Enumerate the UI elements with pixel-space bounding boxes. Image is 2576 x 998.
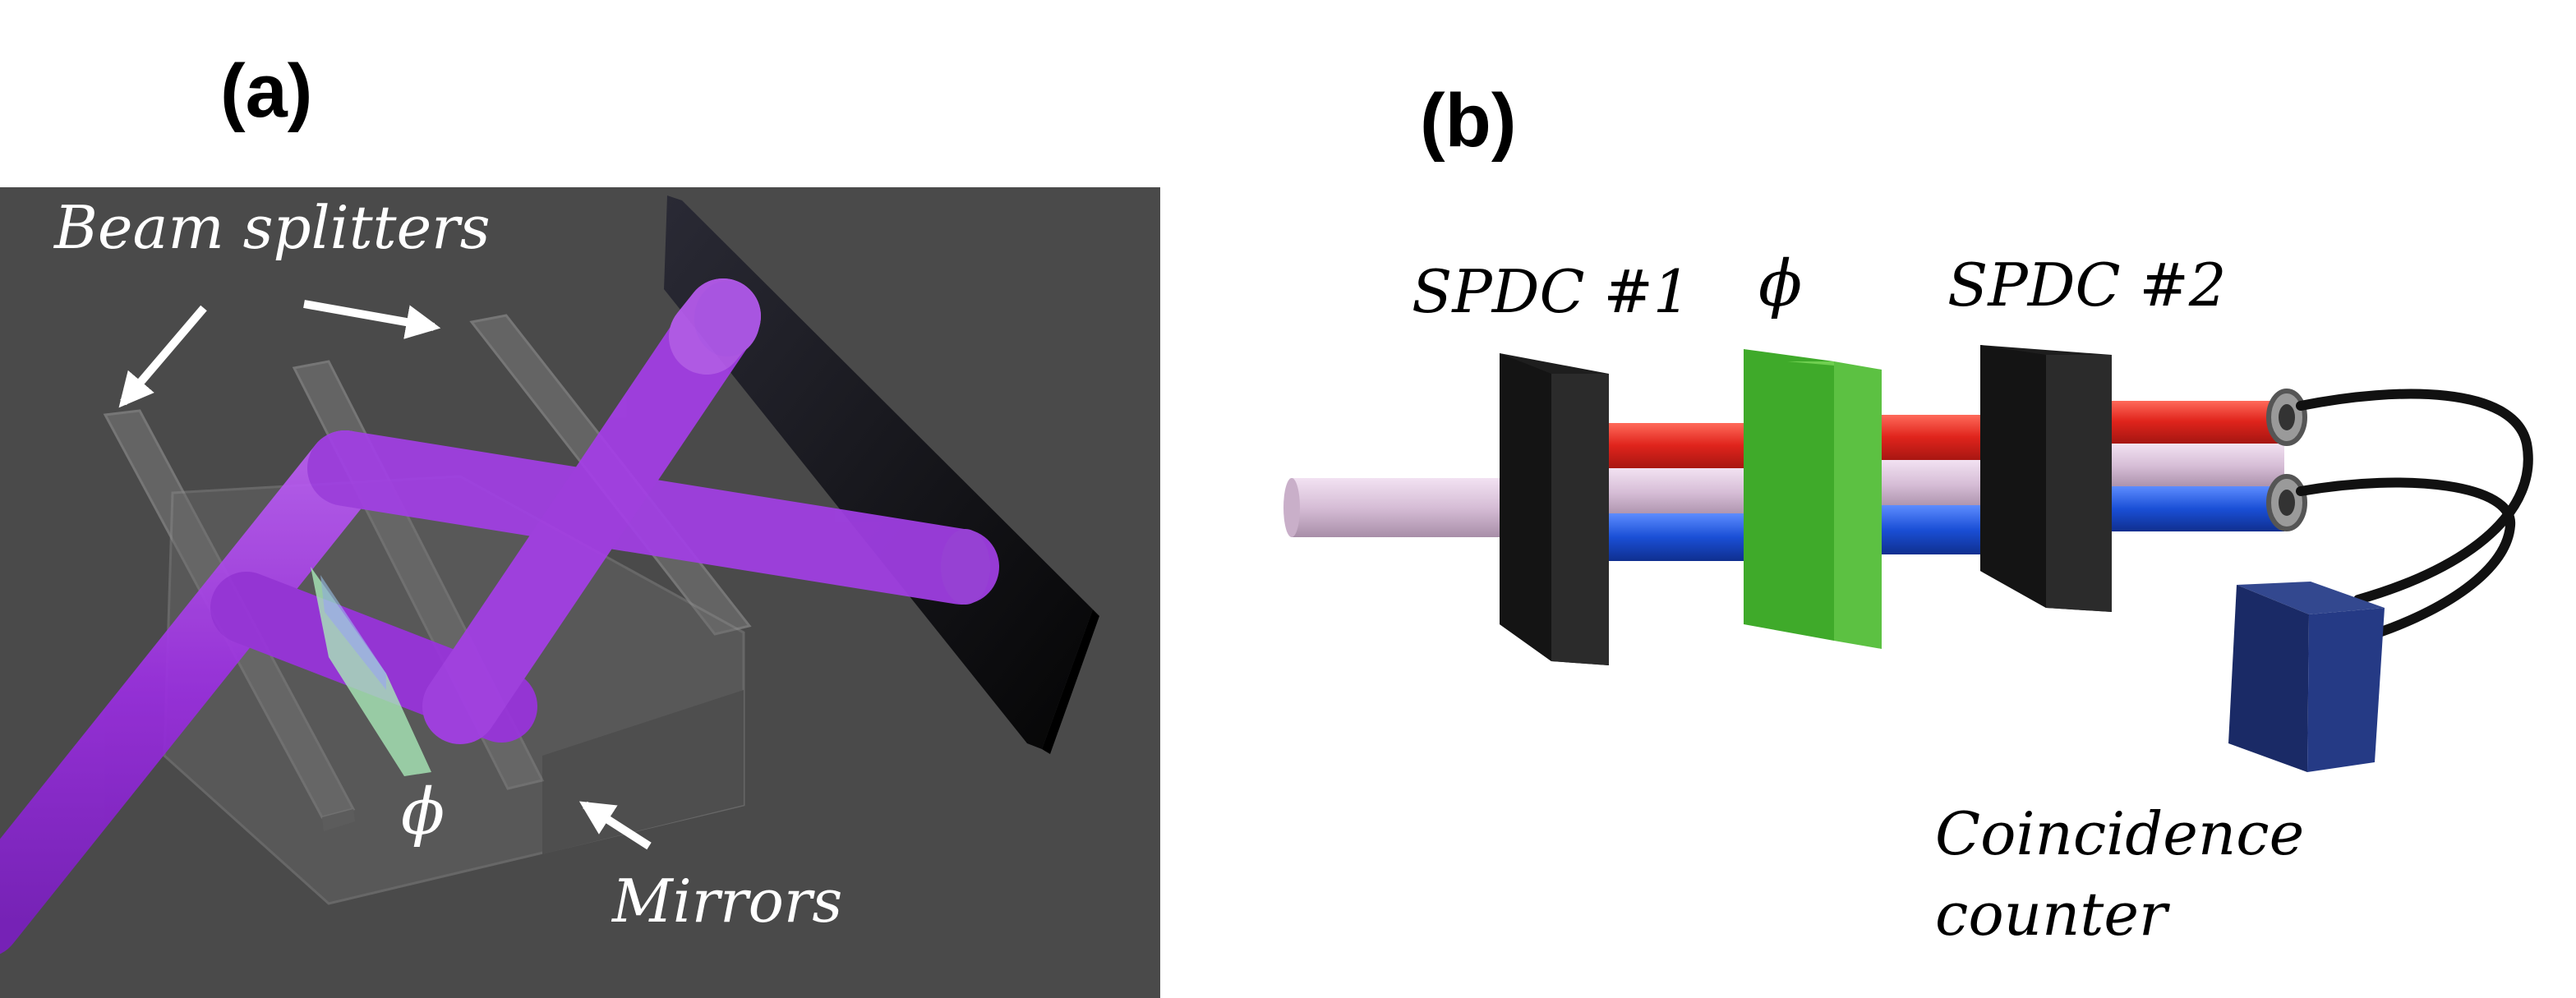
beam-splitter-arrow-left	[118, 305, 207, 408]
pump-beam	[1283, 478, 1537, 537]
fiber-coupler-1	[2266, 389, 2307, 446]
phase-plate-b	[1744, 349, 1882, 649]
spdc2-label: SPDC #2	[1947, 251, 2227, 320]
beam-input	[0, 430, 383, 954]
spdc1-label: SPDC #1	[1412, 257, 1691, 326]
panel-b-label: (b)	[1420, 79, 1516, 163]
beam-spot-end	[941, 529, 990, 605]
laser-beam	[0, 278, 999, 954]
counter-label-line2: counter	[1935, 880, 2170, 949]
beam-output	[422, 278, 761, 744]
beam-spot-screen	[694, 281, 760, 356]
fiber-cables	[2296, 389, 2533, 642]
fiber-coupler-2	[2266, 474, 2307, 531]
beam-splitter-arrow-right	[303, 300, 441, 339]
panel-a-label: (a)	[220, 49, 312, 133]
beam-splitters-label: Beam splitters	[53, 193, 491, 262]
coincidence-counter	[2228, 582, 2385, 772]
phase-label-a: ϕ	[401, 775, 445, 849]
phase-plate-a	[311, 567, 431, 776]
mirrors-arrow	[578, 801, 652, 850]
panel-a: (a)	[0, 49, 1160, 998]
panel-b: (b)	[1283, 79, 2533, 949]
mirrors-label: Mirrors	[611, 867, 842, 936]
output-beams	[2112, 401, 2284, 531]
spdc1-crystal	[1500, 353, 1609, 665]
spdc2-crystal	[1980, 345, 2112, 612]
beam-upper-arm	[307, 430, 999, 605]
phase-label-b: ϕ	[1758, 247, 1802, 321]
detector-screen	[664, 195, 1099, 754]
counter-label-line1: Coincidence	[1935, 799, 2304, 868]
